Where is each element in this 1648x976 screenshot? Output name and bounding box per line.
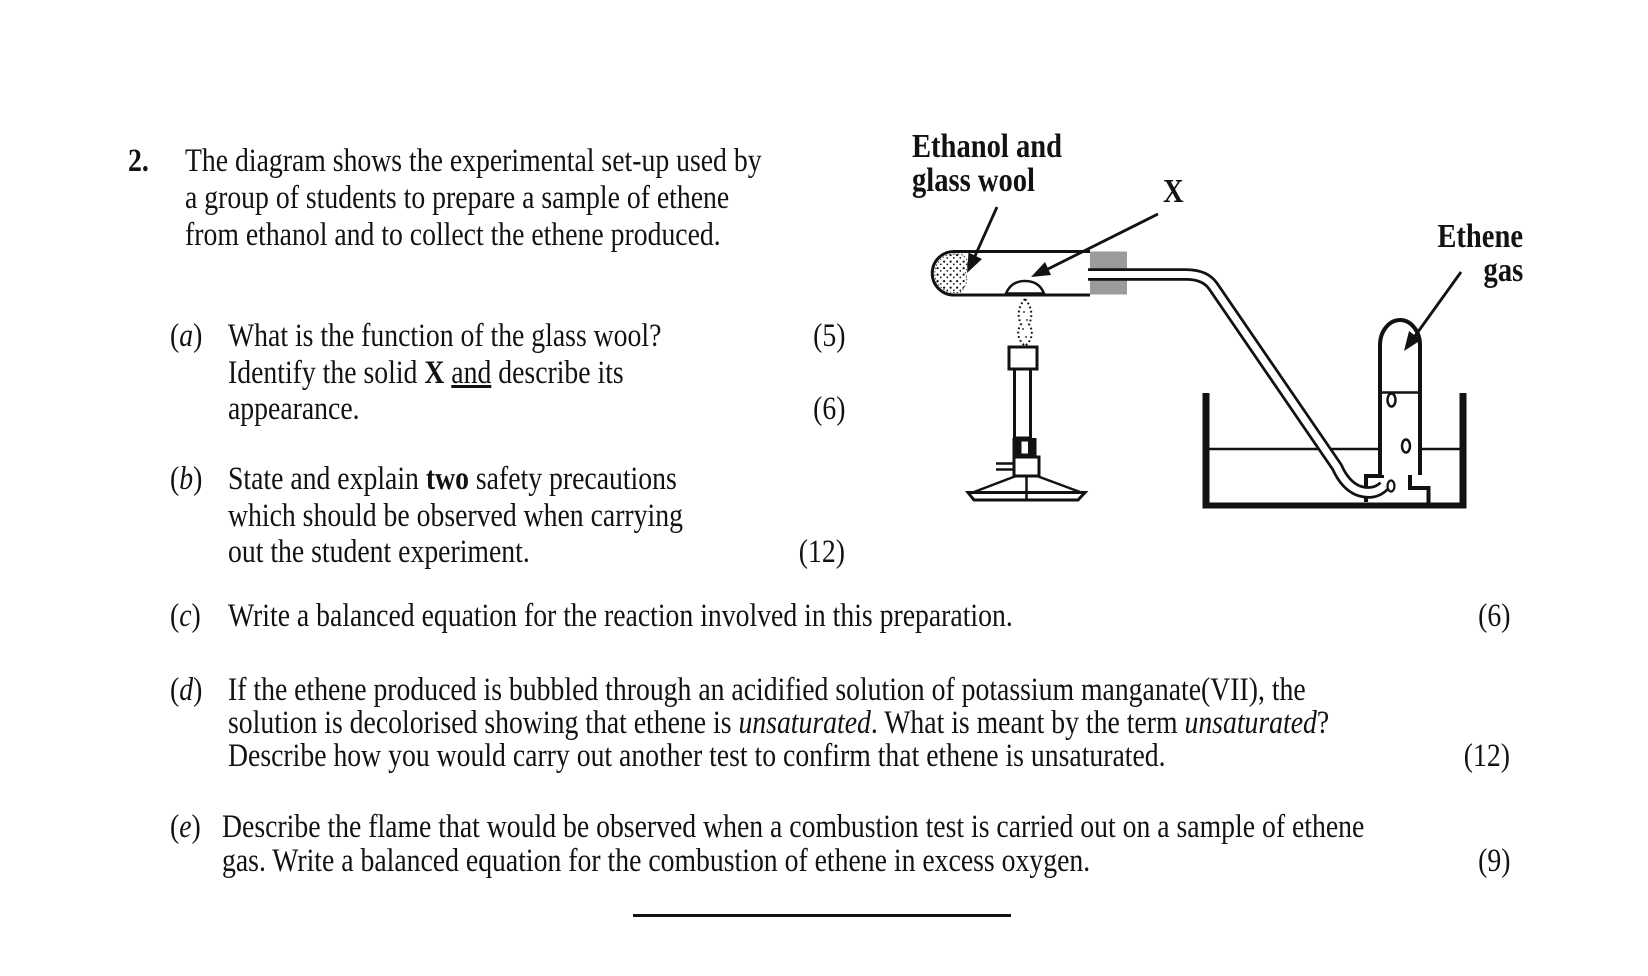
part-d-line-2: solution is decolorised showing that eth… [228,705,1330,741]
solid-x [1004,279,1046,295]
part-c-line-1: Write a balanced equation for the reacti… [228,598,1013,634]
footer-rule [633,914,1011,917]
part-d-label: (d) [170,672,203,708]
part-a-line-3: appearance. [228,391,360,427]
part-a-line-1: What is the function of the glass wool? [228,318,662,354]
ethanol-glass-wool-label: Ethanol and glass wool [912,128,1063,199]
bubble-icon [1400,438,1412,454]
apparatus-diagram [930,206,1467,509]
part-e-line-2: gas. Write a balanced equation for the c… [222,843,1091,879]
glass-wool [934,253,969,293]
part-e-line-1: Describe the flame that would be observe… [222,809,1365,845]
bubble-icon [1386,392,1397,408]
intro-line-3: from ethanol and to collect the ethene p… [185,217,721,253]
bubble-icon [1386,479,1396,493]
ethene-gas-arrow-icon [1404,271,1463,351]
part-a-label: (a) [170,318,203,354]
part-b-body: State and explain two safety precautions… [228,461,770,571]
question-intro-body: The diagram shows the experimental set-u… [185,143,871,254]
boiling-tube [930,250,1127,297]
part-e-label: (e) [170,809,201,845]
part-d-line-1: If the ethene produced is bubbled throug… [228,672,1306,708]
flame-icon [1017,297,1033,348]
part-d-line-3: Describe how you would carry out another… [228,738,1166,774]
gas-collection-tube [1378,318,1422,475]
solid-x-label: X [1163,173,1184,210]
part-c-body: Write a balanced equation for the reacti… [228,599,1162,633]
part-b-label: (b) [170,461,203,497]
part-b-line-2: which should be observed when carrying [228,497,683,534]
water-trough [1202,393,1467,509]
part-b-line-1: State and explain two safety precautions [228,461,677,497]
pointer-arrows [967,206,1463,351]
ethene-gas-label: Ethene gas [1437,218,1523,289]
part-e-body: Describe the flame that would be observe… [222,810,1582,878]
marks-a-1: (5) [812,318,845,354]
marks-e: (9) [1477,843,1510,879]
intro-line-1: The diagram shows the experimental set-u… [185,143,762,179]
part-a-body: What is the function of the glass wool? … [228,318,744,428]
part-a-line-2: Identify the solid X and describe its [228,354,624,391]
question-number: 2. [128,143,149,179]
intro-line-2: a group of students to prepare a sample … [185,180,730,216]
part-d-body: If the ethene produced is bubbled throug… [228,674,1539,773]
marks-b: (12) [798,534,845,570]
part-b-line-3: out the student experiment. [228,534,530,570]
part-c-label: (c) [170,598,201,634]
bunsen-burner [964,297,1089,502]
marks-a-2: (6) [812,391,845,427]
marks-d: (12) [1463,738,1510,774]
delivery-tube [1088,268,1396,499]
marks-c: (6) [1477,598,1510,634]
solid-x-arrow-icon [1031,212,1159,277]
glass-wool-arrow-icon [967,206,999,273]
